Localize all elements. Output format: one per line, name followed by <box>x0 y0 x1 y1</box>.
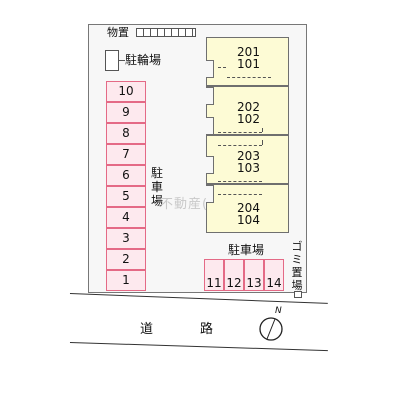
parking-west-label-char: 車 <box>150 180 163 194</box>
entrance-notch <box>206 87 214 105</box>
unit-lower-number: 102 <box>237 112 260 126</box>
parking-space: 10 <box>106 81 146 102</box>
road-edge-south <box>69 342 328 352</box>
trash-area <box>294 291 302 298</box>
north-label: N <box>275 306 282 316</box>
trash-label-char: 置 <box>291 266 303 279</box>
unit-lower-number: 103 <box>237 161 260 175</box>
bicycle-parking-leader <box>119 60 125 61</box>
parking-space: 9 <box>106 102 146 123</box>
road-label-char: 路 <box>200 322 215 337</box>
parking-west-label-char: 駐 <box>150 166 163 180</box>
unit-block: 202 102 <box>206 86 289 135</box>
road-edge-north <box>69 293 328 304</box>
parking-space: 12 <box>224 259 244 291</box>
parking-space: 14 <box>264 259 284 291</box>
entrance-notch <box>206 185 214 203</box>
parking-space: 7 <box>106 144 146 165</box>
parking-west-label: 駐 車 場 <box>150 166 164 208</box>
trash-area-label: ゴ ミ 置 場 <box>290 240 304 292</box>
road-label: 道路 <box>140 318 214 337</box>
parking-space: 8 <box>106 123 146 144</box>
unit-block: 203 103 <box>206 135 289 184</box>
road-label-char: 道 <box>140 322 155 337</box>
trash-label-char: 場 <box>291 279 303 292</box>
stair-dash <box>262 128 263 132</box>
bicycle-parking-label: 駐輪場 <box>125 53 162 67</box>
unit-upper-number: 203 <box>237 149 260 163</box>
parking-west-column: 10 9 8 7 6 5 4 3 2 1 <box>106 81 146 291</box>
unit-lower-number: 101 <box>237 57 260 71</box>
stair-dash <box>218 67 226 68</box>
parking-space: 3 <box>106 228 146 249</box>
stair-dash <box>227 77 271 78</box>
trash-label-char: ミ <box>291 253 303 266</box>
parking-space: 2 <box>106 249 146 270</box>
storage-shed <box>136 28 196 37</box>
bicycle-parking-area <box>105 50 119 71</box>
parking-space: 11 <box>204 259 224 291</box>
stair-dash <box>218 194 262 195</box>
parking-west-label-char: 場 <box>150 194 163 208</box>
parking-south-label: 駐車場 <box>228 243 265 257</box>
unit-block: 204 104 <box>206 184 289 233</box>
stair-dash <box>218 132 262 133</box>
parking-space: 6 <box>106 165 146 186</box>
unit-upper-number: 201 <box>237 45 260 59</box>
entrance-notch <box>206 156 214 174</box>
parking-space: 1 <box>106 270 146 291</box>
parking-space: 13 <box>244 259 264 291</box>
parking-space: 5 <box>106 186 146 207</box>
entrance-notch <box>206 117 214 135</box>
unit-block: 201 101 <box>206 37 289 86</box>
storage-label: 物置 <box>107 26 129 39</box>
unit-upper-number: 202 <box>237 100 260 114</box>
trash-label-char: ゴ <box>291 240 303 253</box>
stair-dash <box>218 145 262 146</box>
parking-space: 4 <box>106 207 146 228</box>
stair-dash <box>218 181 262 182</box>
stair-dash <box>262 140 263 145</box>
compass-north-icon: N <box>258 306 284 342</box>
unit-upper-number: 204 <box>237 201 260 215</box>
unit-lower-number: 104 <box>237 213 260 227</box>
entrance-notch <box>206 60 214 78</box>
